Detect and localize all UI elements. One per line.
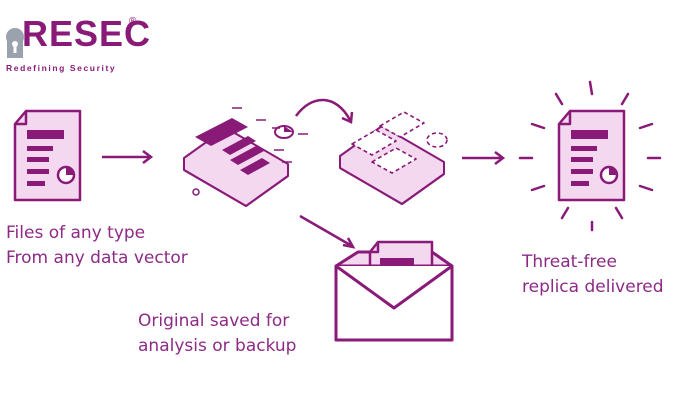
arrow-to-reconstruct bbox=[296, 100, 352, 122]
caption-threat-line2: replica delivered bbox=[522, 275, 664, 300]
registered-mark: ® bbox=[129, 16, 136, 27]
caption-threat-free: Threat-free replica delivered bbox=[522, 250, 664, 300]
caption-files-line1: Files of any type bbox=[6, 221, 188, 246]
archive-tray-icon bbox=[336, 242, 452, 340]
arrow-to-disassemble bbox=[102, 151, 151, 163]
logo-tagline: Redefining Security bbox=[6, 63, 116, 73]
caption-threat-line1: Threat-free bbox=[522, 250, 664, 275]
document-icon bbox=[15, 111, 80, 200]
reconstructed-file-icon bbox=[340, 112, 447, 204]
disassembled-file-icon bbox=[184, 108, 308, 206]
glowing-document-icon bbox=[520, 82, 660, 230]
caption-files-line2: From any data vector bbox=[6, 246, 188, 271]
caption-original-line2: analysis or backup bbox=[138, 334, 296, 359]
caption-original-line1: Original saved for bbox=[138, 309, 296, 334]
arrow-to-archive bbox=[300, 216, 353, 247]
caption-original: Original saved for analysis or backup bbox=[138, 309, 296, 359]
arrow-to-replica bbox=[462, 152, 503, 164]
caption-files: Files of any type From any data vector bbox=[6, 221, 188, 271]
